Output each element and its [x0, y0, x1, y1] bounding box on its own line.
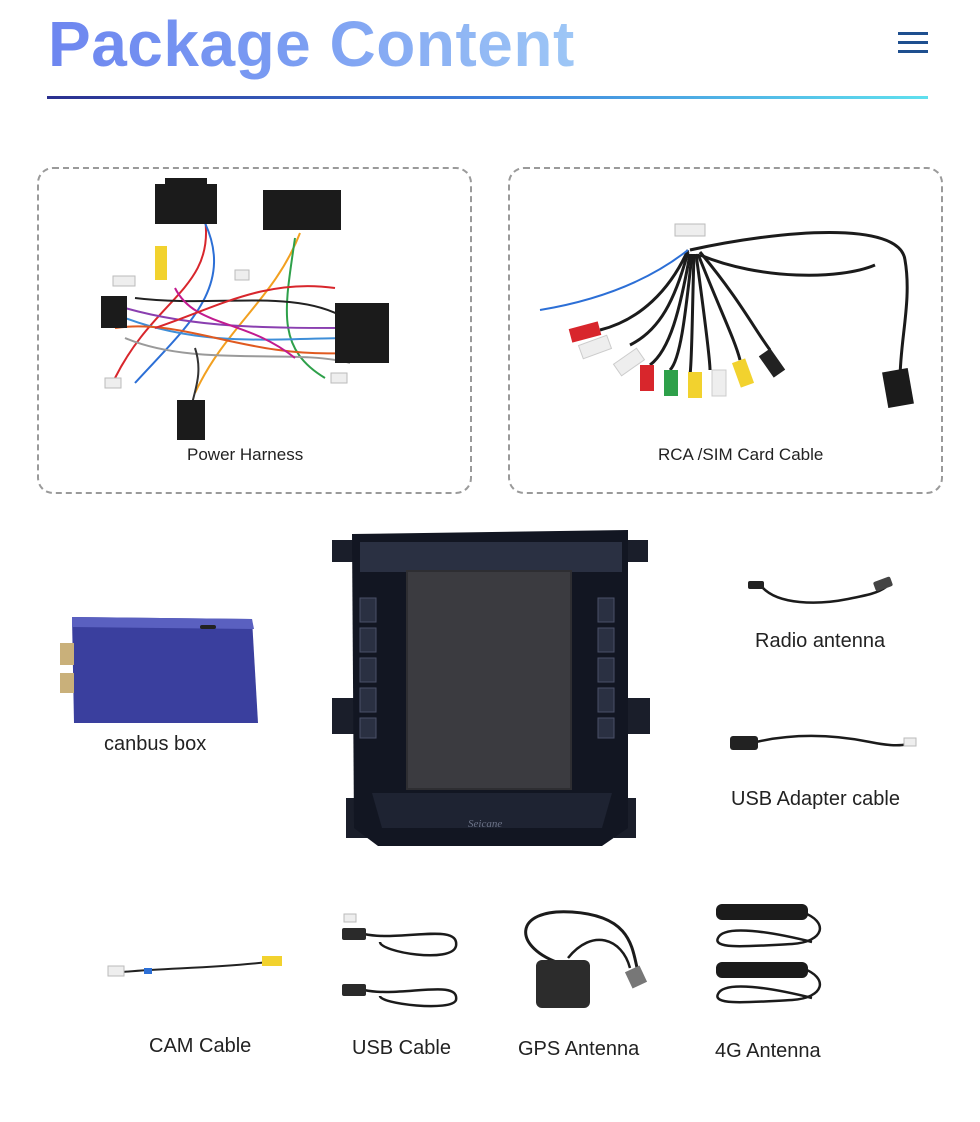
- rca-sim-cable-image: [539, 223, 914, 408]
- title-divider: [47, 96, 928, 99]
- canbus-box-image: [60, 617, 258, 723]
- cam-cable-label: CAM Cable: [149, 1035, 252, 1057]
- usb-cable-image: [342, 913, 458, 1008]
- radio-antenna-label: Radio antenna: [755, 630, 886, 652]
- rca-cable-card: [508, 167, 943, 494]
- head-unit-image: Seicane: [332, 530, 650, 846]
- gps-antenna-label: GPS Antenna: [518, 1038, 640, 1060]
- usb-adapter-cable-image: [730, 734, 917, 750]
- antenna-4g-label: 4G Antenna: [715, 1040, 821, 1062]
- power-harness-label: Power Harness: [187, 445, 304, 464]
- radio-antenna-image: [748, 576, 893, 604]
- gps-antenna-image: [524, 910, 648, 1008]
- rca-cable-label: RCA /SIM Card Cable: [658, 445, 824, 464]
- antenna-4g-image: [716, 904, 822, 1004]
- brand-logo: Seicane: [468, 818, 502, 830]
- hamburger-menu-icon[interactable]: [898, 32, 928, 54]
- cam-cable-image: [107, 956, 282, 977]
- power-harness-image: [101, 178, 389, 440]
- canbus-box-label: canbus box: [104, 733, 207, 755]
- page-title: Package Content: [48, 8, 575, 80]
- usb-cable-label: USB Cable: [352, 1037, 451, 1059]
- power-harness-card: [37, 167, 472, 494]
- usb-adapter-cable-label: USB Adapter cable: [731, 788, 900, 810]
